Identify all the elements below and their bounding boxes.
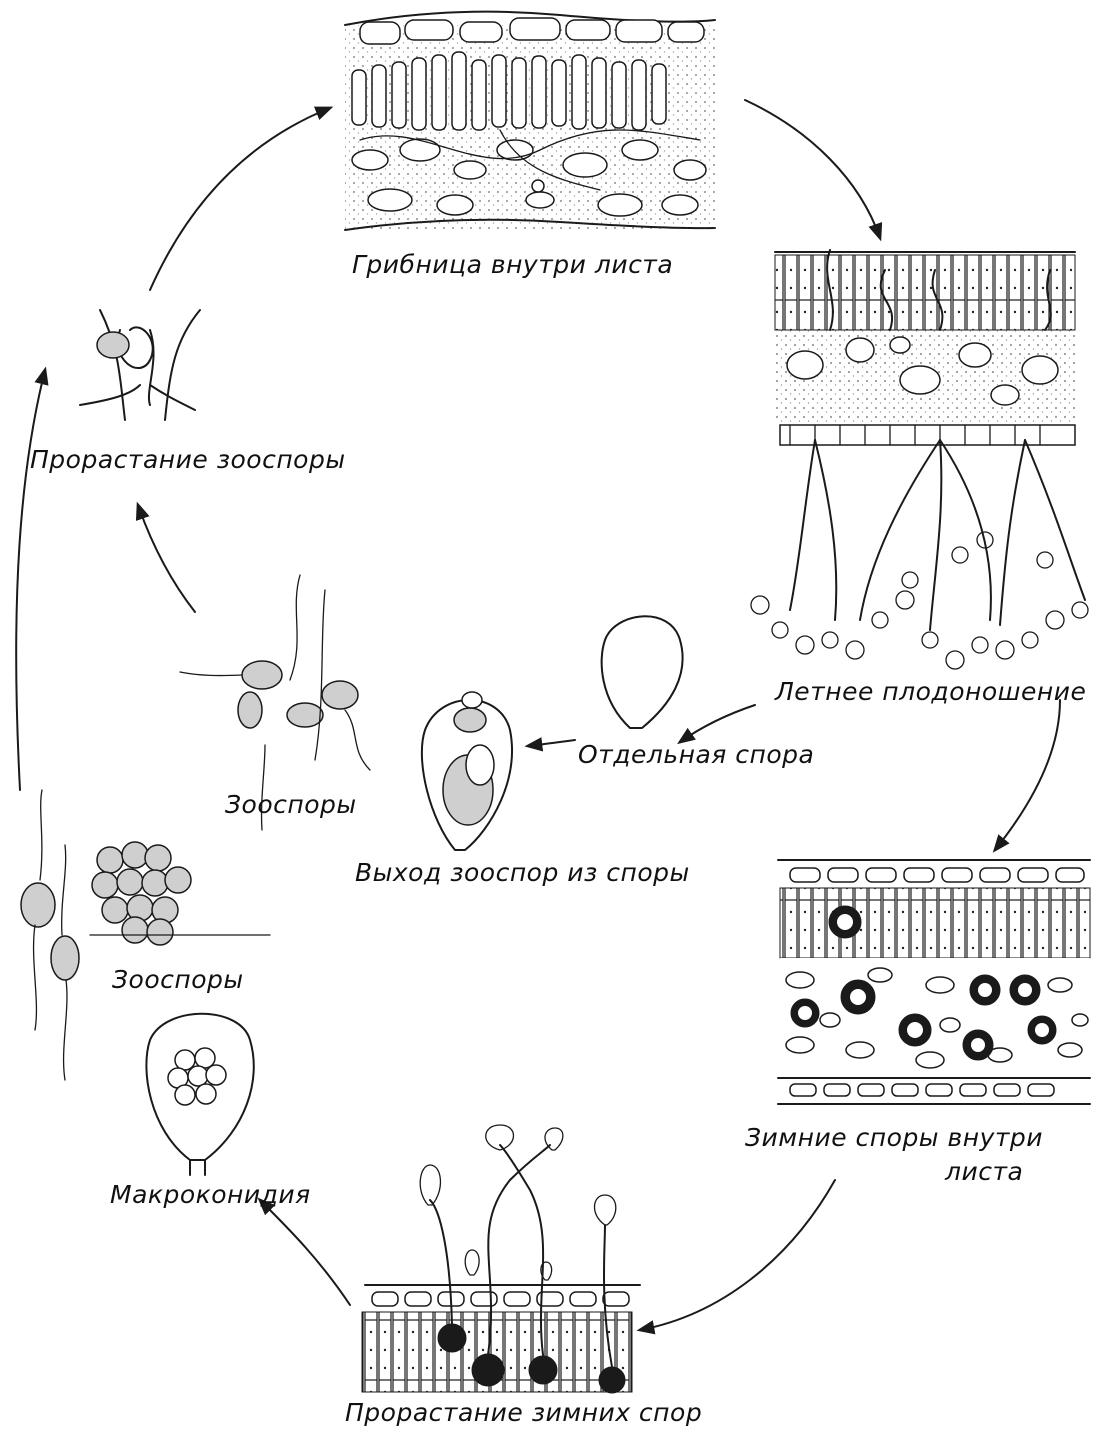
label-macroconidium: Макроконидия bbox=[110, 1180, 311, 1209]
arrow-to-zoospore-release bbox=[528, 740, 575, 746]
label-zoospore-germination: Прорастание зооспоры bbox=[30, 445, 346, 474]
arrow-to-single-spore bbox=[680, 705, 755, 742]
label-zoospore-release: Выход зооспор из споры bbox=[355, 858, 690, 887]
label-zoospores-lower: Зооспоры bbox=[112, 965, 244, 994]
swimming-zoospores-left bbox=[21, 790, 79, 1080]
single-spore bbox=[602, 616, 683, 728]
arrow-to-winter-germination bbox=[640, 1180, 835, 1330]
mycelium-leaf-section bbox=[345, 12, 715, 230]
zoospore-germination bbox=[80, 310, 200, 420]
label-zoospores-upper: Зооспоры bbox=[225, 790, 357, 819]
arrow-zoospores-to-germination bbox=[138, 505, 195, 612]
zoospore-release bbox=[422, 692, 512, 850]
zoospore-cluster bbox=[90, 842, 270, 945]
summer-fruiting-section bbox=[751, 250, 1088, 669]
arrow-to-mycelium bbox=[150, 108, 330, 290]
arrow-to-summer-fruiting bbox=[745, 100, 880, 238]
label-winter-spores-line2: листа bbox=[945, 1157, 1023, 1186]
macroconidium bbox=[146, 1014, 253, 1175]
winter-spores-section bbox=[778, 860, 1090, 1104]
arrow-zoospores-to-germination-left bbox=[16, 370, 45, 790]
arrow-to-winter-spores bbox=[995, 700, 1060, 850]
label-mycelium: Грибница внутри листа bbox=[352, 250, 673, 279]
label-summer-fruiting: Летнее плодоношение bbox=[775, 677, 1086, 706]
arrow-to-macroconidium bbox=[260, 1200, 350, 1305]
winter-germination-section bbox=[362, 1125, 640, 1393]
label-single-spore: Отдельная спора bbox=[578, 740, 814, 769]
label-winter-germination: Прорастание зимних спор bbox=[345, 1398, 702, 1427]
label-winter-spores: Зимние споры внутри bbox=[745, 1123, 1043, 1152]
